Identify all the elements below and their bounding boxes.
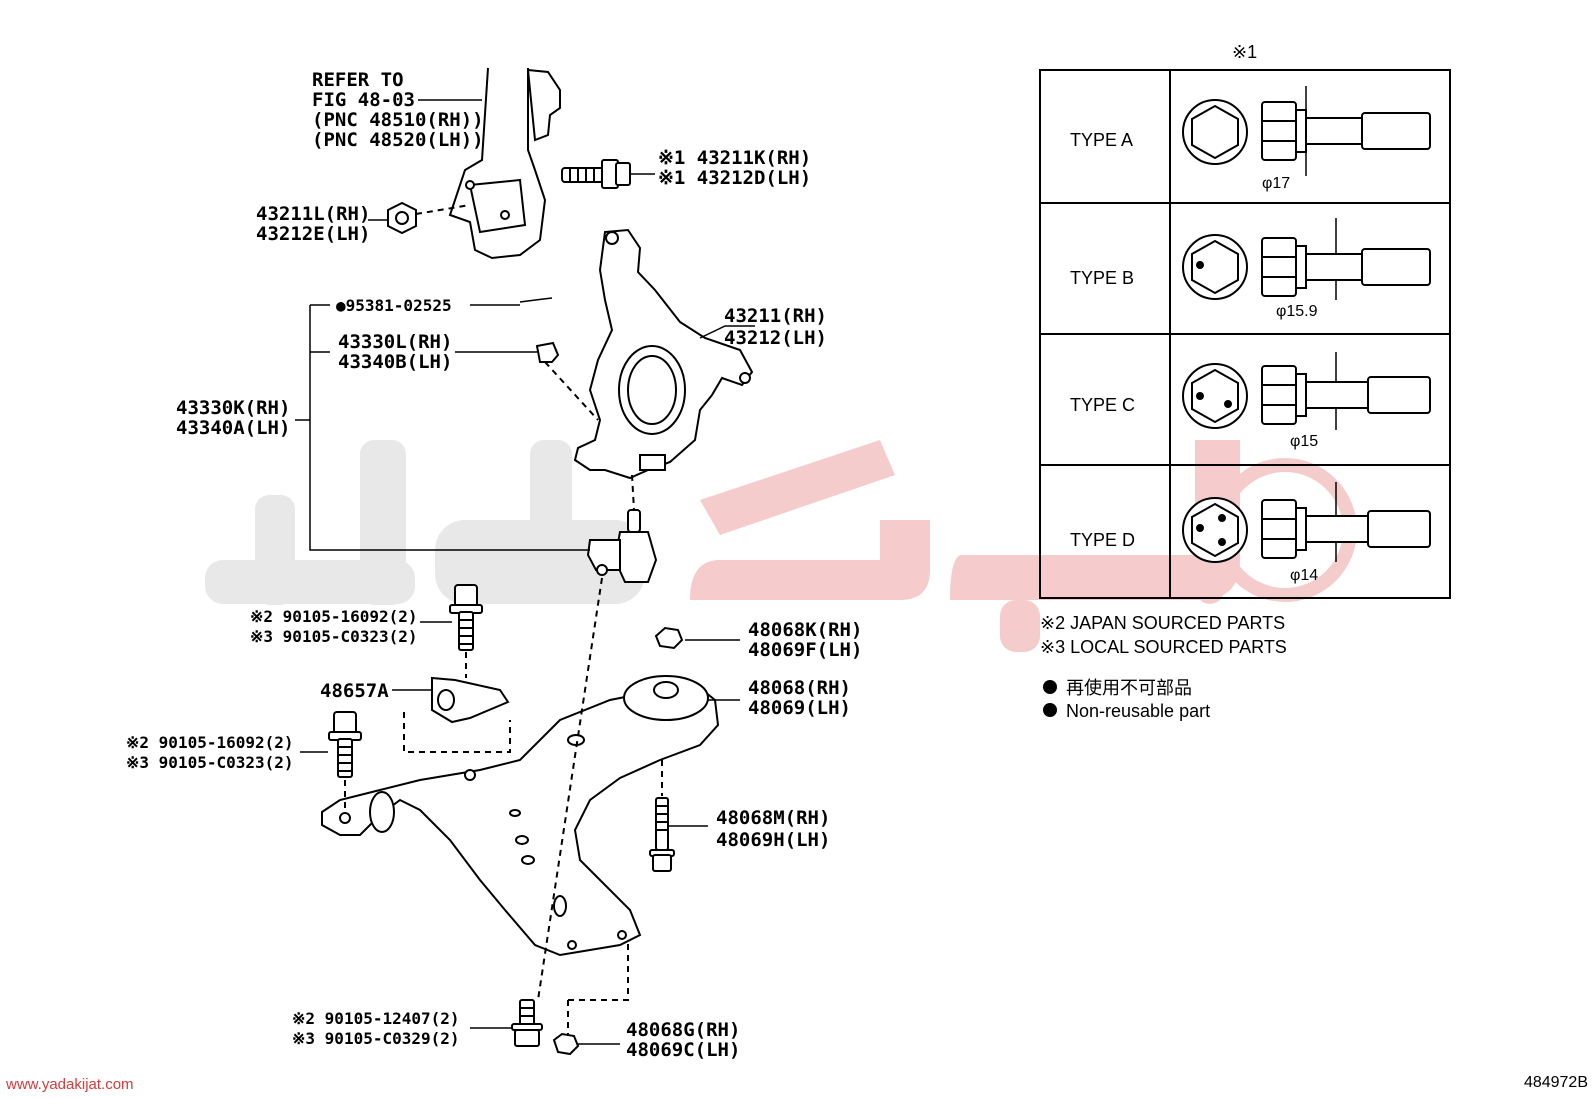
- strut-assembly: [448, 67, 561, 260]
- figure-code: 484972B: [1523, 1074, 1588, 1091]
- refer-line-4: (PNC 48520(LH)): [312, 129, 484, 151]
- clip-shape: [519, 297, 553, 303]
- bolt-d-lh: 48069H(LH): [716, 829, 830, 851]
- lower-control-arm: [321, 675, 720, 957]
- type-b-dim: φ15.9: [1276, 303, 1318, 320]
- note-nonreusable-en: Non-reusable part: [1066, 701, 1210, 721]
- bushing-lh: 48069(LH): [748, 697, 851, 719]
- callout-labels: REFER TO FIG 48-03 (PNC 48510(RH)) (PNC …: [126, 69, 862, 1061]
- bolt-c-local: ※3 90105-C0323(2): [126, 753, 294, 772]
- bushing-rh: 48068(RH): [748, 677, 851, 699]
- type-c-dim: φ15: [1290, 433, 1318, 450]
- type-d-bolt-icon: [1182, 497, 1431, 563]
- knuckle-lh: 43212(LH): [724, 327, 827, 349]
- bolt-a-japan: ※2 90105-16092(2): [250, 607, 418, 626]
- top-nut-shape: [387, 201, 417, 235]
- bolt-d-shape: [649, 797, 675, 872]
- bolt-top-lh: ※1 43212D(LH): [658, 167, 811, 189]
- assembly-dashed-lines: [344, 204, 663, 1034]
- note-nonreusable-jp: 再使用不可部品: [1066, 678, 1192, 698]
- watermark-logo: [205, 440, 1357, 652]
- nut-top-lh: 43212E(LH): [256, 223, 370, 245]
- bolt-top-rh: ※1 43211K(RH): [658, 147, 811, 169]
- ball-joint-shape: [586, 509, 658, 583]
- bolt-c-japan: ※2 90105-16092(2): [126, 733, 294, 752]
- nut-e-shape: [552, 1032, 580, 1056]
- type-a-dim: φ17: [1262, 175, 1290, 192]
- bolt-e-japan: ※2 90105-12407(2): [292, 1009, 460, 1028]
- nut-top-rh: 43211L(RH): [256, 203, 370, 225]
- bolt-types-table: ※1 TYPE A TYPE B TYPE C TYPE D φ17: [1039, 42, 1451, 599]
- watermark-url: www.yadakijat.com: [6, 1076, 134, 1093]
- nut-b-rh: 48068K(RH): [748, 619, 862, 641]
- refer-line-2: FIG 48-03: [312, 89, 415, 111]
- type-c-label: TYPE C: [1070, 395, 1135, 415]
- legend-notes: ※2 JAPAN SOURCED PARTS ※3 LOCAL SOURCED …: [1040, 613, 1287, 721]
- nut-e-rh: 48068G(RH): [626, 1019, 740, 1041]
- type-b-bolt-icon: [1182, 234, 1431, 300]
- note-local-sourced: ※3 LOCAL SOURCED PARTS: [1040, 637, 1287, 657]
- type-a-label: TYPE A: [1070, 130, 1133, 150]
- clip-part: ●95381-02525: [336, 296, 452, 315]
- type-a-bolt-icon: [1182, 99, 1431, 165]
- nut-b-shape: [654, 626, 684, 650]
- type-b-label: TYPE B: [1070, 268, 1134, 288]
- steering-knuckle: [573, 228, 754, 480]
- type-d-dim: φ14: [1290, 567, 1318, 584]
- ball-joint-rh: 43330K(RH): [176, 397, 290, 419]
- bracket-shape: [431, 676, 510, 724]
- bolt-a-shape: [449, 584, 483, 651]
- nut-e-lh: 48069C(LH): [626, 1039, 740, 1061]
- refer-line-1: REFER TO: [312, 69, 404, 91]
- knuckle-rh: 43211(RH): [724, 305, 827, 327]
- table-header: ※1: [1232, 42, 1257, 62]
- dust-cover-rh: 43330L(RH): [338, 331, 452, 353]
- bolt-d-rh: 48068M(RH): [716, 807, 830, 829]
- dust-cover-lh: 43340B(LH): [338, 351, 452, 373]
- bolt-e-local: ※3 90105-C0329(2): [292, 1029, 460, 1048]
- bolt-c-shape: [328, 711, 362, 778]
- bolt-e-shape: [511, 999, 543, 1047]
- leader-lines: [295, 99, 755, 1045]
- bullet-icon: [1043, 680, 1057, 694]
- dust-cover-shape: [535, 341, 560, 363]
- note-japan-sourced: ※2 JAPAN SOURCED PARTS: [1040, 613, 1285, 633]
- bracket-part: 48657A: [320, 680, 389, 702]
- type-c-bolt-icon: [1182, 363, 1431, 429]
- type-d-label: TYPE D: [1070, 530, 1135, 550]
- refer-line-3: (PNC 48510(RH)): [312, 109, 484, 131]
- ball-joint-lh: 43340A(LH): [176, 417, 290, 439]
- bullet-icon: [1043, 703, 1057, 717]
- top-bolt-shape: [561, 159, 631, 189]
- bolt-a-local: ※3 90105-C0323(2): [250, 627, 418, 646]
- nut-b-lh: 48069F(LH): [748, 639, 862, 661]
